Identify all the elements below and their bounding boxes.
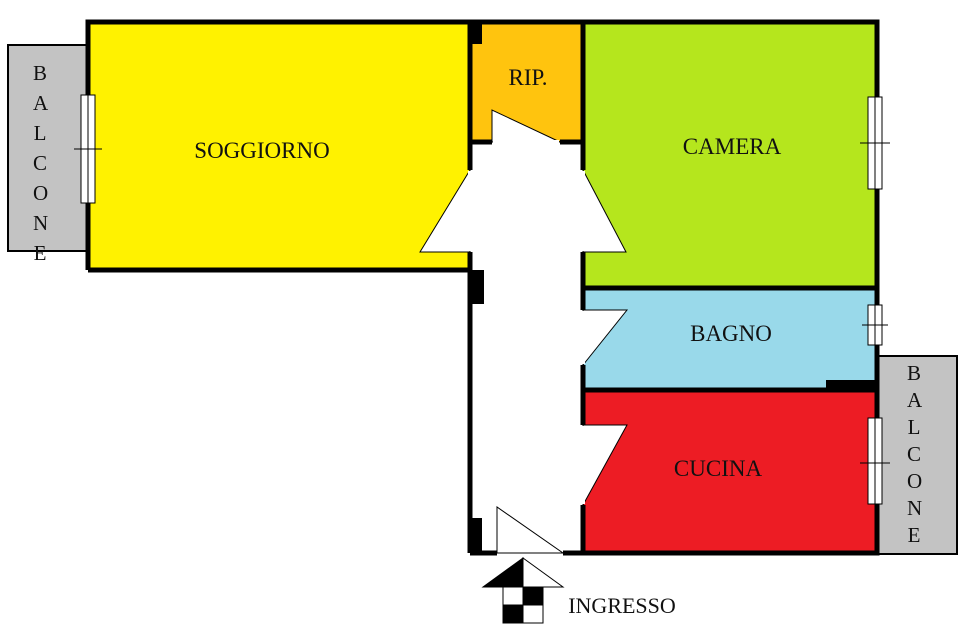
cucina-area bbox=[583, 390, 875, 553]
ripostiglio-label: RIP. bbox=[508, 65, 548, 90]
ingresso-label: INGRESSO bbox=[568, 593, 676, 618]
ripostiglio-area bbox=[470, 22, 583, 142]
camera-area bbox=[583, 22, 875, 288]
cucina-label: CUCINA bbox=[673, 456, 763, 481]
corridor-area bbox=[470, 142, 583, 553]
balcone-right-label: BALCONE bbox=[907, 361, 923, 547]
soggiorno-area bbox=[88, 22, 470, 270]
windows bbox=[74, 94, 890, 505]
entrance-arrow-icon bbox=[481, 557, 565, 624]
camera-label: CAMERA bbox=[682, 134, 782, 159]
bagno-area bbox=[583, 288, 875, 390]
balcone-left-area bbox=[7, 44, 89, 252]
entrance-door bbox=[496, 506, 565, 554]
balcone-right-area bbox=[875, 355, 958, 555]
balcone-left-label: BALCONE bbox=[33, 61, 49, 265]
bagno-label: BAGNO bbox=[690, 321, 772, 346]
soggiorno-label: SOGGIORNO bbox=[194, 138, 330, 163]
